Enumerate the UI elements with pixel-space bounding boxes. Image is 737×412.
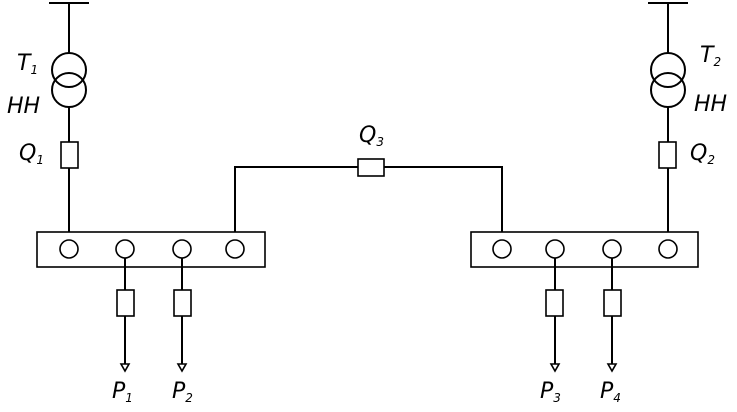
feeder-p1-arrow: [119, 363, 131, 373]
outgoing-feeder-p4: [603, 258, 622, 373]
feeder-p3-breaker: [545, 289, 564, 317]
tie-line-right: [384, 166, 503, 240]
feeder-p2-breaker: [173, 289, 192, 317]
right-bus-node-4: [658, 239, 678, 259]
label-t1: T1: [17, 51, 38, 77]
right-bus-node-2: [545, 239, 565, 259]
label-p4: P4: [600, 379, 621, 405]
breaker-q1: [60, 141, 79, 169]
breaker-q3: [357, 158, 385, 177]
label-q1: Q1: [19, 141, 44, 167]
left-bus-node-2: [115, 239, 135, 259]
label-hh-left: HH: [7, 94, 40, 119]
left-busbar: [36, 231, 266, 268]
feeder-p3-arrow: [549, 363, 561, 373]
transformer-t2-symbol: [650, 52, 686, 108]
left-bus-node-4: [225, 239, 245, 259]
label-p2: P2: [172, 379, 193, 405]
label-p3: P3: [540, 379, 561, 405]
bus-tie: [234, 158, 503, 240]
right-bus-node-3: [602, 239, 622, 259]
label-p1: P1: [112, 379, 133, 405]
left-bus-node-1: [59, 239, 79, 259]
feeder-p1-breaker: [116, 289, 135, 317]
feeder-p2-arrow: [176, 363, 188, 373]
label-q3: Q3: [359, 123, 384, 149]
outgoing-feeder-p1: [116, 258, 135, 373]
feeder-p4-breaker: [603, 289, 622, 317]
transformer-t1-symbol: [51, 52, 87, 108]
feeder-p4-arrow: [606, 363, 618, 373]
left-bus-node-3: [172, 239, 192, 259]
right-incoming-feeder: [648, 2, 688, 240]
right-bus-node-1: [492, 239, 512, 259]
label-q2: Q2: [690, 141, 715, 167]
label-hh-right: HH: [694, 92, 727, 117]
outgoing-feeder-p2: [173, 258, 192, 373]
right-busbar: [470, 231, 699, 268]
outgoing-feeder-p3: [545, 258, 564, 373]
left-incoming-feeder: [49, 2, 89, 240]
breaker-q2: [658, 141, 677, 169]
label-t2: T2: [700, 43, 721, 69]
tie-line-left: [234, 166, 358, 240]
